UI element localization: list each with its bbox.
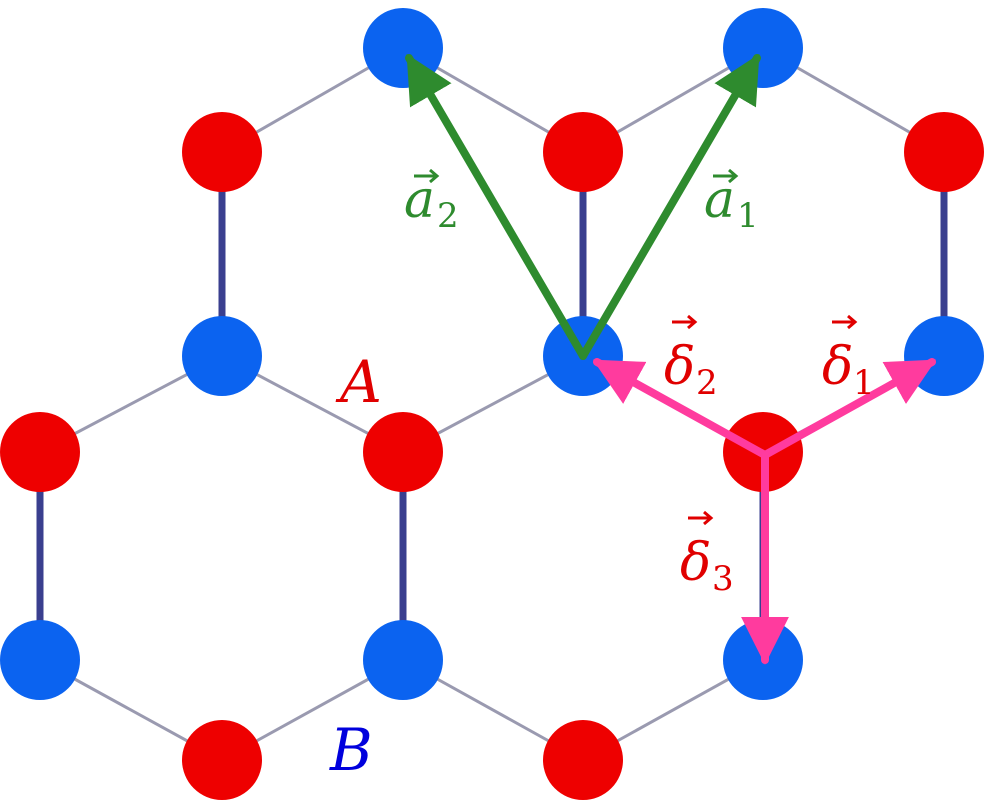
atom-b <box>904 316 984 396</box>
vector-subscript: 2 <box>437 196 459 236</box>
atom-b <box>0 620 80 700</box>
vector-symbol: δ <box>822 337 853 397</box>
vector-symbol: a <box>704 170 735 230</box>
vector-arrow-icon <box>672 314 698 330</box>
sublattice-b-label: B <box>329 716 373 784</box>
atom-b <box>182 316 262 396</box>
vector-arrow-icon <box>713 168 739 184</box>
vector-subscript: 2 <box>696 363 718 403</box>
atom-b <box>363 8 443 88</box>
lattice-vector-a1-arrow <box>579 53 761 360</box>
vector-arrow-icon <box>688 510 714 526</box>
thin-bonds <box>39 46 945 762</box>
vector-subscript: 3 <box>712 559 734 599</box>
vector-symbol: δ <box>680 533 711 593</box>
neighbor-vector-d1-label: δ 1 <box>822 314 875 403</box>
lattice-vector-a2-label: a 2 <box>404 168 459 236</box>
atom-a <box>182 112 262 192</box>
neighbor-vector-d3-label: δ 3 <box>680 510 734 599</box>
atom-a <box>182 720 262 800</box>
vector-subscript: 1 <box>737 196 759 236</box>
atom-a <box>363 412 443 492</box>
neighbor-vectors <box>592 358 937 665</box>
sublattice-a-label: A <box>335 348 382 416</box>
atom-a <box>904 112 984 192</box>
sublattice-a-atoms <box>0 112 984 800</box>
neighbor-vector-d2-arrow <box>592 358 769 459</box>
vector-arrow-icon <box>832 314 858 330</box>
lattice-vectors <box>405 53 761 360</box>
vector-subscript: 1 <box>853 363 875 403</box>
atom-b <box>363 620 443 700</box>
atom-a <box>543 720 623 800</box>
atom-a <box>543 112 623 192</box>
atom-a <box>0 412 80 492</box>
neighbor-vector-d1-arrow <box>761 358 937 459</box>
lattice-vector-a2-arrow <box>405 53 587 360</box>
neighbor-vector-d2-label: δ 2 <box>664 314 718 403</box>
lattice-vector-a1-label: a 1 <box>704 168 759 236</box>
vector-arrow-icon <box>414 168 440 184</box>
atom-b <box>723 8 803 88</box>
vector-symbol: a <box>404 170 435 230</box>
vector-symbol: δ <box>664 337 695 397</box>
